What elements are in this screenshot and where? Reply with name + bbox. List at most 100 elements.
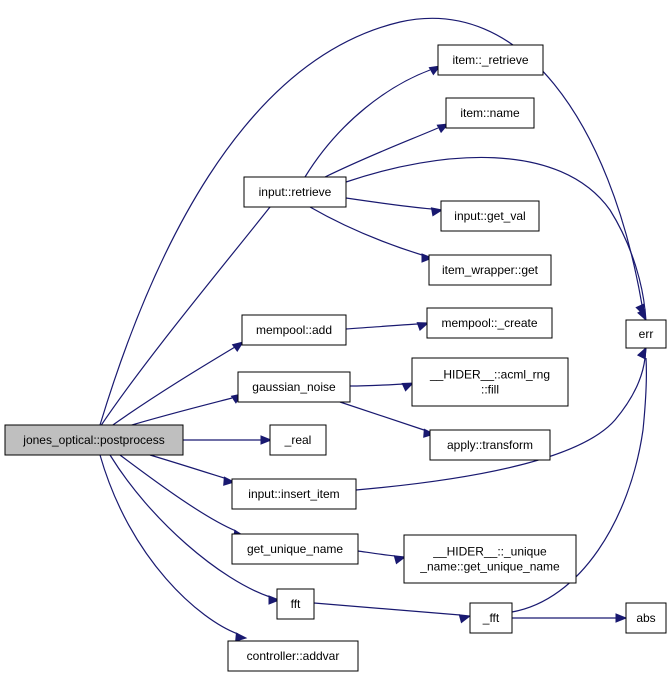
node-get-unique-name[interactable]: get_unique_name (231, 533, 359, 565)
node-box (411, 357, 569, 407)
edge-input-retrieve-to-item-name (324, 123, 450, 178)
node-label: _name::get_unique_name (419, 560, 560, 574)
edge-input-retrieve-to-item-wrapper-get (309, 206, 434, 263)
node-label: apply::transform (447, 438, 533, 452)
node-box (625, 602, 667, 634)
edge-line (324, 127, 439, 178)
node-label: mempool::add (256, 323, 332, 337)
edge-line (339, 401, 425, 431)
arrowhead (416, 322, 430, 332)
node-mempool-add[interactable]: mempool::add (241, 314, 347, 346)
node-acml-fill[interactable]: __HIDER__::acml_rng::fill (411, 357, 569, 407)
node-box (276, 588, 315, 620)
edge-line (99, 454, 239, 635)
node-label: _real (284, 433, 312, 447)
node-box (437, 44, 544, 76)
arrowhead (615, 613, 628, 623)
node-unique-get[interactable]: __HIDER__::_unique_name::get_unique_name (403, 534, 577, 584)
node-box (428, 254, 552, 286)
node-label: ::fill (481, 383, 499, 397)
node-box (4, 424, 184, 456)
edge-mempool-add-to-mempool-create (345, 322, 430, 332)
node-box (625, 319, 667, 349)
edge-line (511, 357, 647, 613)
node-item-name[interactable]: item::name (445, 97, 535, 129)
edge-line (124, 397, 233, 428)
node-input-get-val[interactable]: input::get_val (440, 200, 540, 232)
node-box (231, 478, 357, 510)
node-box (403, 534, 577, 584)
edge-line (355, 357, 646, 491)
node-label: item::_retrieve (452, 53, 528, 67)
node-label: _fft (482, 611, 500, 625)
node-label: __HIDER__::acml_rng (429, 368, 550, 382)
node-err[interactable]: err (625, 319, 667, 349)
arrowhead (637, 308, 647, 322)
node-box (445, 97, 535, 129)
edge-get-unique-name-to-unique-get (357, 550, 407, 565)
node-input-insert-item[interactable]: input::insert_item (231, 478, 357, 510)
node-root[interactable]: jones_optical::postprocess (4, 424, 184, 456)
arrowhead (421, 253, 434, 263)
arrowhead (423, 428, 436, 438)
edge-root-to-controller-addvar (99, 454, 248, 642)
edge-line (345, 197, 433, 210)
node-label: item_wrapper::get (442, 263, 539, 277)
node-fft[interactable]: fft (276, 588, 315, 620)
edge--fft-to-err (511, 346, 647, 613)
node-label: jones_optical::postprocess (22, 433, 164, 447)
node-item-retrieve[interactable]: item::_retrieve (437, 44, 544, 76)
function-nodes: jones_optical::postprocess input::retriev… (4, 44, 667, 672)
node-label: fft (291, 597, 301, 611)
edge-line (304, 69, 431, 178)
node-box (237, 371, 351, 403)
node-item-wrapper-get[interactable]: item_wrapper::get (428, 254, 552, 286)
node-gaussian-noise[interactable]: gaussian_noise (237, 371, 351, 403)
edge-root-to-get-unique-name (119, 454, 246, 539)
node-box (241, 314, 347, 346)
arrowhead (231, 341, 245, 353)
node-label: input::retrieve (259, 185, 332, 199)
node-label: gaussian_noise (252, 380, 336, 394)
node--fft[interactable]: _fft (469, 602, 513, 634)
node-controller-addvar[interactable]: controller::addvar (227, 640, 359, 672)
node-box (426, 307, 553, 339)
node-label: item::name (460, 106, 520, 120)
edge-fft-to--fft (313, 602, 472, 624)
node-box (469, 602, 513, 634)
node-mempool-create[interactable]: mempool::_create (426, 307, 553, 339)
node-abs[interactable]: abs (625, 602, 667, 634)
node-box (243, 176, 347, 208)
edge-root-to-gaussian-noise (124, 393, 244, 428)
call-edges (99, 17, 647, 642)
node-box (227, 640, 359, 672)
node-box (429, 429, 551, 461)
node-real[interactable]: _real (269, 424, 327, 456)
node-label: abs (636, 611, 655, 625)
edge-root-to-mempool-add (109, 341, 245, 428)
arrowhead (428, 65, 442, 76)
node-label: input::get_val (454, 209, 525, 223)
edge-line (349, 383, 404, 387)
arrowhead (260, 435, 273, 445)
edge-line (149, 454, 225, 479)
edge-line (99, 17, 643, 426)
edge-line (345, 323, 419, 330)
arrowhead (235, 632, 248, 642)
edge-line (345, 156, 646, 311)
edge-line (109, 454, 271, 598)
arrowhead (393, 555, 407, 565)
arrowhead (268, 595, 281, 605)
edge-input-retrieve-to-input-get-val (345, 197, 444, 217)
node-box (231, 533, 359, 565)
node-label: __HIDER__::_unique (432, 545, 547, 559)
edge-line (309, 206, 423, 256)
arrowhead (223, 476, 236, 486)
edge-line (357, 550, 396, 557)
node-label: err (639, 327, 654, 341)
node-apply-transform[interactable]: apply::transform (429, 429, 551, 461)
arrowhead (401, 382, 415, 392)
node-input-retrieve[interactable]: input::retrieve (243, 176, 347, 208)
arrowhead (436, 123, 450, 134)
